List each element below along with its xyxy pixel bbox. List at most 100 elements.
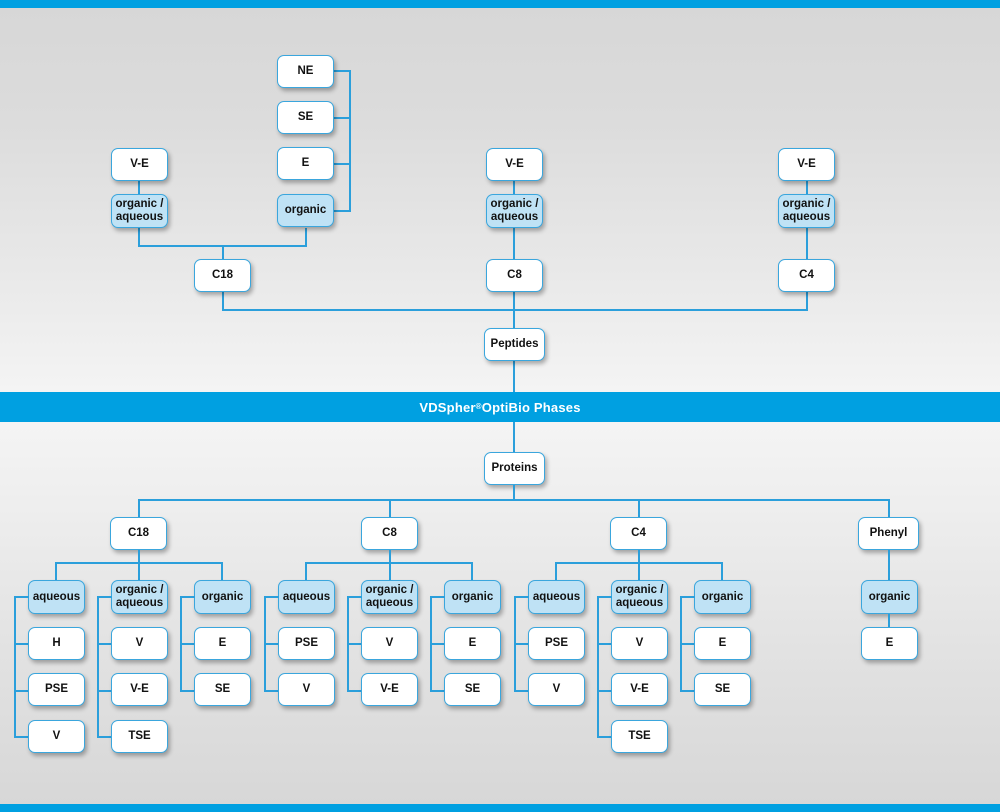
connector-ve-oa-mid — [513, 181, 515, 195]
node-c18-peptides[interactable]: C18 — [194, 259, 251, 292]
node-c4-proteins[interactable]: C4 — [610, 517, 667, 550]
node-c4-or-se[interactable]: SE — [694, 673, 751, 706]
node-c18-proteins-label: C18 — [127, 527, 150, 540]
node-c8-aq-pse[interactable]: PSE — [278, 627, 335, 660]
node-ve-mid-label: V-E — [505, 158, 524, 171]
node-c4-peptides[interactable]: C4 — [778, 259, 835, 292]
connector-c8-or-se — [430, 690, 445, 692]
connector-c4-oa-ve — [597, 690, 612, 692]
node-c8-oa-v[interactable]: V — [361, 627, 418, 660]
node-c8-aq-v[interactable]: V — [278, 673, 335, 706]
node-c4-aqueous[interactable]: aqueous — [528, 580, 585, 614]
connector-peptides-to-banner — [513, 361, 515, 393]
connector-c8-to-organic — [471, 562, 473, 580]
connector-c4-aqueous-head — [514, 596, 529, 598]
node-c8-aqueous[interactable]: aqueous — [278, 580, 335, 614]
node-ve-c8-peptides[interactable]: V-E — [486, 148, 543, 181]
node-c18-oa-ve-label: V-E — [130, 683, 149, 696]
node-c4-aq-pse[interactable]: PSE — [528, 627, 585, 660]
node-ve-c4-peptides[interactable]: V-E — [778, 148, 835, 181]
connector-bus-to-phenyl — [888, 499, 890, 517]
node-organic-aqueous-c4-peptides[interactable]: organic / aqueous — [778, 194, 835, 228]
connector-c18-to-organic — [221, 562, 223, 580]
connector-c18-or-se — [180, 690, 195, 692]
node-ve-c18-peptides[interactable]: V-E — [111, 148, 168, 181]
rail-c18-oa — [97, 596, 99, 737]
node-c4-oa-tse-label: TSE — [628, 730, 651, 743]
node-c18-oa-tse[interactable]: TSE — [111, 720, 168, 753]
rail-c4-oa — [597, 596, 599, 737]
connector-c18-oa-ve — [97, 690, 112, 692]
node-c4-oa-ve[interactable]: V-E — [611, 673, 668, 706]
node-c8-oa-v-label: V — [385, 637, 394, 650]
node-c18-organic-label: organic — [201, 590, 244, 603]
node-c18-aq-h[interactable]: H — [28, 627, 85, 660]
node-e[interactable]: E — [277, 147, 334, 180]
connector-proteins-to-bus — [513, 485, 515, 501]
node-c18-oa-v[interactable]: V — [111, 627, 168, 660]
node-proteins-root[interactable]: Proteins — [484, 452, 545, 485]
connector-c8-oa-v — [347, 643, 362, 645]
node-phenyl-e[interactable]: E — [861, 627, 918, 660]
node-c8-proteins[interactable]: C8 — [361, 517, 418, 550]
node-c18-or-e-label: E — [218, 637, 227, 650]
node-ne[interactable]: NE — [277, 55, 334, 88]
node-se[interactable]: SE — [277, 101, 334, 134]
brand-banner: VDSpher® OptiBio Phases — [0, 392, 1000, 422]
node-c18-or-se[interactable]: SE — [194, 673, 251, 706]
node-c4-peptides-label: C4 — [799, 269, 814, 282]
node-phenyl-organic-label: organic — [868, 590, 911, 603]
node-c4-aq-v-label: V — [552, 683, 561, 696]
peptides-bus-line — [222, 309, 808, 311]
node-c4-or-e[interactable]: E — [694, 627, 751, 660]
node-c18-aqueous[interactable]: aqueous — [28, 580, 85, 614]
node-organic-peptides-c18[interactable]: organic — [277, 194, 334, 227]
node-organic-aqueous-c8-peptides[interactable]: organic / aqueous — [486, 194, 543, 228]
node-phenyl-proteins[interactable]: Phenyl — [858, 517, 919, 550]
node-c18-or-se-label: SE — [214, 683, 231, 696]
node-c18-organic-aqueous[interactable]: organic / aqueous — [111, 580, 168, 614]
node-c18-aq-pse-label: PSE — [44, 683, 68, 696]
connector-c8-aqueous-head — [264, 596, 279, 598]
connector-c4-to-aqueous — [555, 562, 557, 580]
node-phenyl-organic[interactable]: organic — [861, 580, 918, 614]
node-ve-right-label: V-E — [797, 158, 816, 171]
node-c4-or-e-label: E — [718, 637, 727, 650]
connector-c18-oa-head — [97, 596, 112, 598]
node-c4-oa-v[interactable]: V — [611, 627, 668, 660]
node-c18-proteins[interactable]: C18 — [110, 517, 167, 550]
node-c4-organic[interactable]: organic — [694, 580, 751, 614]
node-c4-oa-tse[interactable]: TSE — [611, 720, 668, 753]
node-c8-organic-aqueous[interactable]: organic / aqueous — [361, 580, 418, 614]
node-c4-aq-pse-label: PSE — [544, 637, 568, 650]
node-c8-organic[interactable]: organic — [444, 580, 501, 614]
connector-c8-aq-pse — [264, 643, 279, 645]
node-peptides-root[interactable]: Peptides — [484, 328, 545, 361]
node-c8-oa-ve[interactable]: V-E — [361, 673, 418, 706]
connector-oa-mid-to-c8 — [513, 228, 515, 259]
node-c4-proteins-label: C4 — [631, 527, 646, 540]
node-c18-aq-pse[interactable]: PSE — [28, 673, 85, 706]
node-c4-aq-v[interactable]: V — [528, 673, 585, 706]
node-organic-aqueous-c18-peptides[interactable]: organic / aqueous — [111, 194, 168, 228]
node-c8-or-se[interactable]: SE — [444, 673, 501, 706]
connector-c4-oa-head — [597, 596, 612, 598]
node-oa-mid-line1: organic / — [490, 198, 539, 211]
connector-bus-to-c18 — [138, 499, 140, 517]
proteins-bus-line — [138, 499, 890, 501]
node-c8-aq-v-label: V — [302, 683, 311, 696]
node-c4-organic-aqueous[interactable]: organic / aqueous — [611, 580, 668, 614]
node-c8-or-e[interactable]: E — [444, 627, 501, 660]
node-c8-peptides-label: C8 — [507, 269, 522, 282]
node-c18-or-e[interactable]: E — [194, 627, 251, 660]
node-c18-oa-tse-label: TSE — [128, 730, 151, 743]
node-c18-oa-ve[interactable]: V-E — [111, 673, 168, 706]
node-c4-aqueous-label: aqueous — [532, 590, 581, 603]
node-c18-organic[interactable]: organic — [194, 580, 251, 614]
node-c18-aq-v[interactable]: V — [28, 720, 85, 753]
node-c8-proteins-label: C8 — [382, 527, 397, 540]
node-c8-peptides[interactable]: C8 — [486, 259, 543, 292]
connector-c8-group-spread — [305, 562, 472, 564]
node-oa-left-line2: aqueous — [115, 211, 164, 223]
node-oa-left-line1: organic / — [115, 198, 164, 211]
